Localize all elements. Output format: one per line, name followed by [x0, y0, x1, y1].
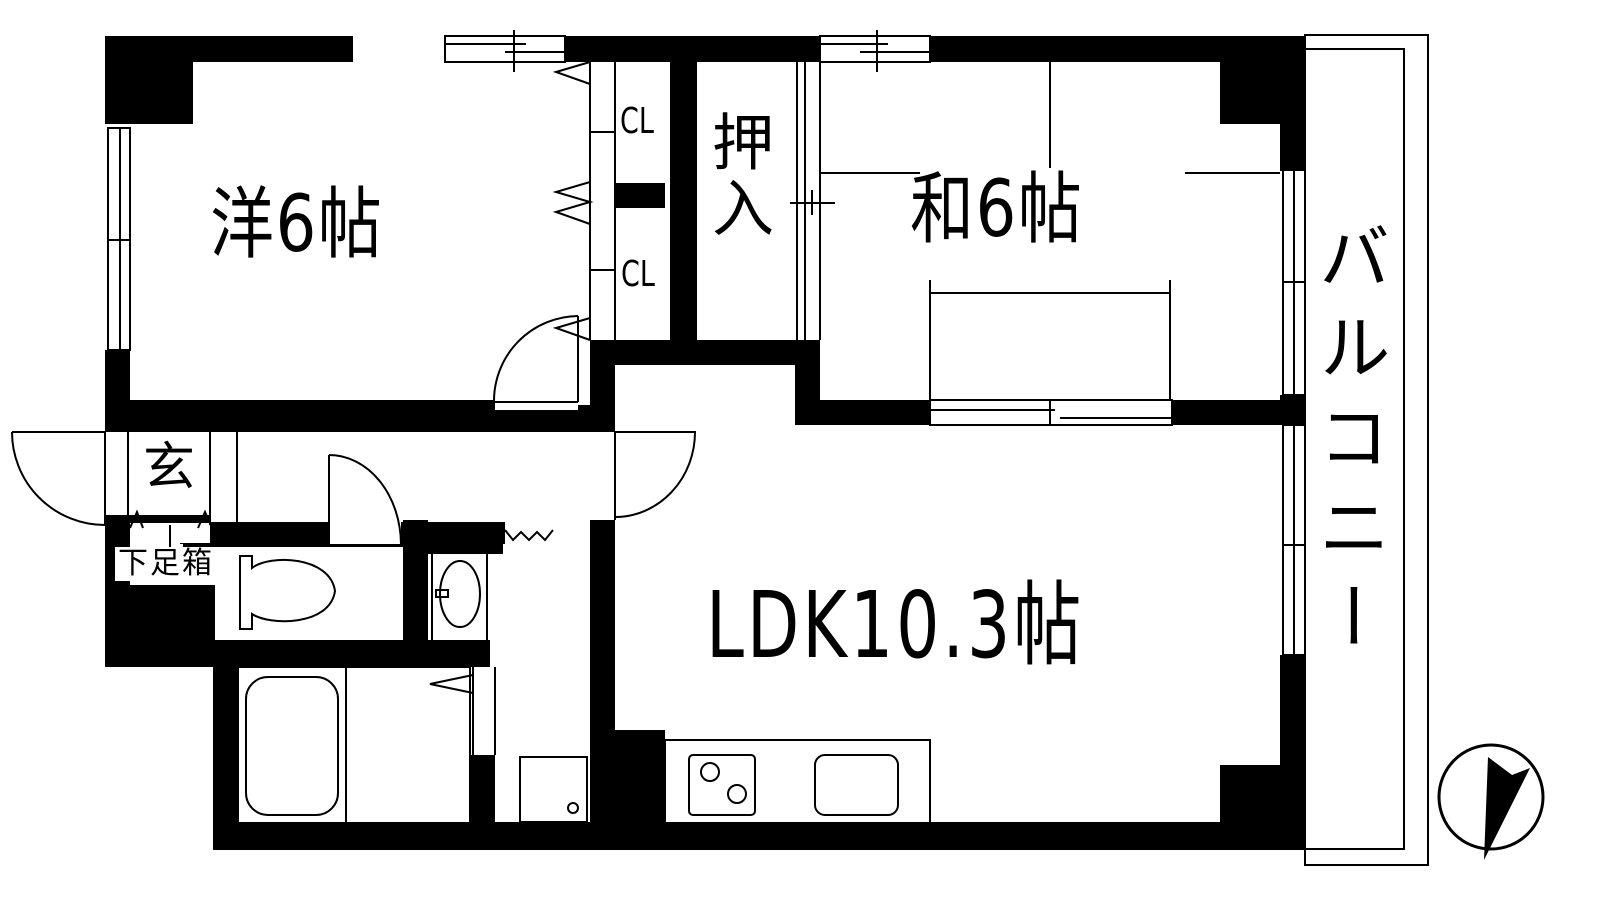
western-room-label: 洋6帖 — [210, 180, 384, 270]
openings — [130, 522, 590, 640]
entrance-label: 玄 — [143, 438, 196, 498]
oshiire-label: 押入 — [701, 110, 774, 242]
closet-upper-label: CL — [620, 101, 654, 142]
shoe-box-label: 下足箱 — [115, 547, 217, 581]
closet-lower-label: CL — [621, 254, 655, 295]
thin-lines — [11, 30, 1429, 866]
ldk-room-label: LDK10.3帖 — [706, 572, 1085, 679]
north-arrow-icon — [1437, 743, 1545, 860]
japanese-room-label: 和6帖 — [910, 165, 1084, 255]
walls — [105, 36, 1305, 850]
balcony-label: バルコニー — [1306, 220, 1390, 670]
